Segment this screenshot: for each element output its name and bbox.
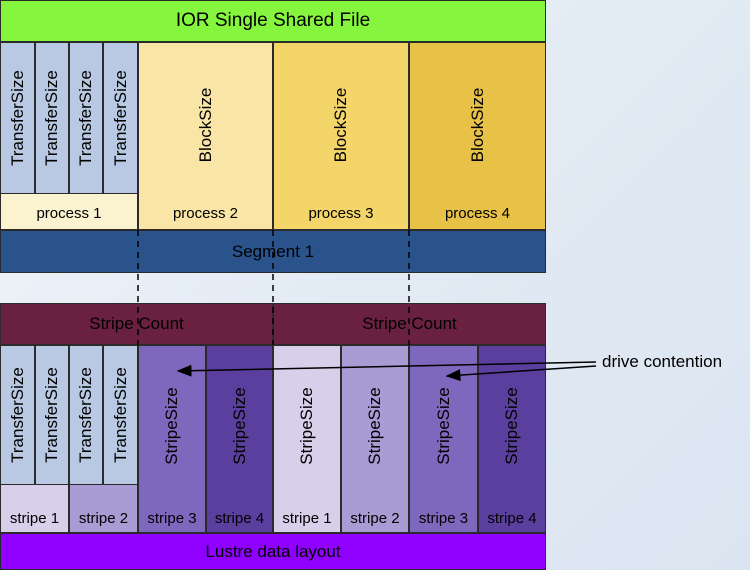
block-size-text: BlockSize bbox=[195, 87, 215, 163]
lustre-layout-label: Lustre data layout bbox=[205, 541, 341, 561]
stripe-count-band: Stripe Count bbox=[273, 303, 546, 345]
stripe-label: stripe 3 bbox=[138, 503, 206, 533]
segment-label: Segment 1 bbox=[231, 241, 315, 261]
stripe-3-block: StripeSize bbox=[138, 345, 206, 533]
transfer-size-text: TransferSize bbox=[76, 70, 95, 166]
process-label: process 2 bbox=[138, 196, 273, 230]
transfer-size-cell: TransferSize bbox=[35, 42, 69, 194]
transfer-size-text: TransferSize bbox=[7, 70, 27, 166]
drive-contention-label: drive contention bbox=[602, 352, 723, 371]
stripe-label: stripe 3 bbox=[409, 503, 478, 533]
stripe-size-text: StripeSize bbox=[502, 387, 521, 465]
transfer-size-cell: TransferSize bbox=[69, 345, 103, 485]
transfer-size-cell: TransferSize bbox=[35, 345, 69, 485]
process-label: process 1 bbox=[0, 196, 138, 230]
block-size-text: BlockSize bbox=[331, 87, 350, 163]
stripe-size-text: StripeSize bbox=[365, 387, 384, 465]
process-label-text: process 4 bbox=[444, 204, 511, 222]
stripe-count-label: Stripe Count bbox=[89, 314, 184, 333]
diagram-title-text: IOR Single Shared File bbox=[175, 10, 371, 31]
stripe-label-text: stripe 4 bbox=[487, 509, 537, 527]
transfer-size-text: TransferSize bbox=[42, 70, 61, 166]
diagram-title: IOR Single Shared File bbox=[0, 0, 546, 42]
process-label-text: process 3 bbox=[308, 204, 374, 222]
stripe-label: stripe 2 bbox=[341, 503, 409, 533]
transfer-size-cell: TransferSize bbox=[0, 345, 35, 485]
stripe-label: stripe 4 bbox=[206, 503, 273, 533]
process-label-text: process 1 bbox=[36, 204, 102, 222]
process-4-block: BlockSize bbox=[409, 42, 546, 230]
transfer-size-text: TransferSize bbox=[110, 367, 130, 463]
stripe-label: stripe 4 bbox=[478, 503, 546, 533]
stripe-label: stripe 1 bbox=[0, 503, 69, 533]
block-size-text: BlockSize bbox=[467, 87, 487, 163]
process-label: process 3 bbox=[273, 196, 409, 230]
stripe-label-text: stripe 2 bbox=[350, 509, 400, 527]
stripe-size-text: StripeSize bbox=[297, 387, 316, 465]
stripe-size-text: StripeSize bbox=[162, 387, 181, 465]
stripe-label-text: stripe 3 bbox=[418, 509, 469, 527]
stripe-label-text: stripe 1 bbox=[282, 509, 332, 527]
stripe-label-text: stripe 2 bbox=[78, 509, 129, 527]
stripe-label-text: stripe 4 bbox=[214, 509, 265, 527]
stripe-size-text: StripeSize bbox=[229, 387, 249, 465]
stripe-count-band: Stripe Count bbox=[0, 303, 273, 345]
stripe-label-text: stripe 3 bbox=[147, 509, 197, 527]
transfer-size-text: TransferSize bbox=[42, 367, 61, 463]
process-3-block: BlockSize bbox=[273, 42, 409, 230]
stripe-label: stripe 1 bbox=[273, 503, 341, 533]
lustre-layout-band: Lustre data layout bbox=[0, 533, 546, 570]
transfer-size-text: TransferSize bbox=[7, 367, 27, 463]
stripe-label: stripe 2 bbox=[69, 503, 138, 533]
stripe-size-text: StripeSize bbox=[433, 387, 453, 465]
stripe-4-block: StripeSize bbox=[206, 345, 273, 533]
process-2-block: BlockSize bbox=[138, 42, 273, 230]
segment-band: Segment 1 bbox=[0, 230, 546, 273]
transfer-size-cell: TransferSize bbox=[69, 42, 103, 194]
process-label: process 4 bbox=[409, 196, 546, 230]
stripe-2-block: StripeSize bbox=[341, 345, 409, 533]
transfer-size-cell: TransferSize bbox=[103, 42, 138, 194]
process-label-text: process 2 bbox=[172, 204, 239, 222]
stripe-label-text: stripe 1 bbox=[9, 509, 60, 527]
transfer-size-cell: TransferSize bbox=[0, 42, 35, 194]
stripe-1-block: StripeSize bbox=[273, 345, 341, 533]
stripe-count-label: Stripe Count bbox=[362, 314, 457, 333]
transfer-size-cell: TransferSize bbox=[103, 345, 138, 485]
transfer-size-text: TransferSize bbox=[110, 70, 130, 166]
transfer-size-text: TransferSize bbox=[76, 367, 95, 463]
